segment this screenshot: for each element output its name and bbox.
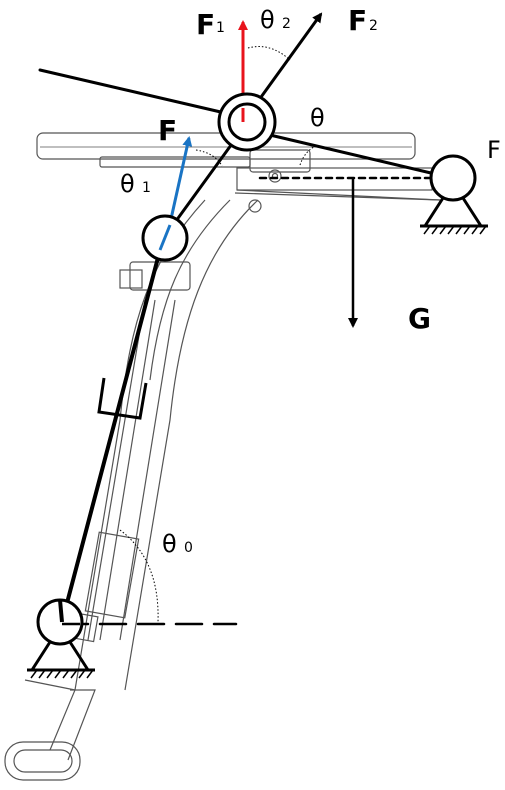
- label-theta1-main: θ: [120, 170, 135, 198]
- label-theta2-sub: 2: [282, 16, 291, 32]
- label-F-right: F: [487, 136, 501, 164]
- label-F2-sub: 2: [369, 18, 378, 34]
- label-theta0-main: θ: [162, 530, 177, 558]
- pivot-upper-inner: [227, 102, 267, 142]
- cylinder-bracket: [97, 377, 148, 420]
- pivot-right: [429, 154, 477, 202]
- link-actuator-rod: [60, 248, 162, 624]
- arc-theta: [299, 144, 319, 166]
- label-F2-main: F: [348, 4, 367, 37]
- label-theta1-sub: 1: [142, 180, 151, 196]
- machine-frame-drawing: [4, 132, 441, 781]
- arc-theta0: [119, 529, 159, 623]
- label-theta2-main: θ: [260, 6, 275, 34]
- link-right: [268, 133, 454, 180]
- link-upper-left: [38, 68, 227, 115]
- label-F1-main: F: [196, 8, 215, 41]
- link-upper-to-middle: [166, 128, 244, 234]
- force-arrows: [165, 12, 358, 328]
- label-F: F: [158, 114, 177, 147]
- arc-theta1: [195, 149, 223, 167]
- pivots: [36, 92, 477, 646]
- angle-arcs: [119, 46, 319, 623]
- ground-support-right: [420, 197, 488, 235]
- label-theta0-sub: 0: [184, 540, 193, 556]
- label-F1-sub: 1: [216, 20, 225, 36]
- ground-support-left: [27, 641, 95, 679]
- label-theta: θ: [310, 104, 325, 132]
- kinematic-links: [38, 68, 454, 626]
- arc-theta2: [247, 46, 291, 61]
- label-G: G: [408, 302, 431, 335]
